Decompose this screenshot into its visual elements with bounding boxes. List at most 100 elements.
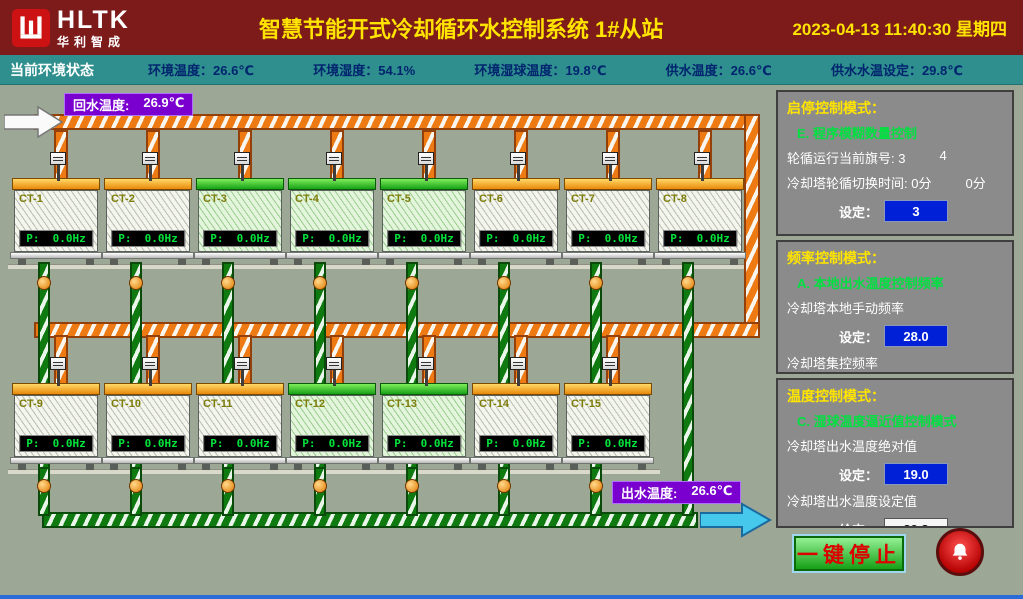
frequency-set-field[interactable]: 28.0 (884, 325, 949, 347)
tower-body: CT-11 P: 0.0Hz (198, 395, 282, 457)
fan-motor-icon (142, 152, 158, 181)
cooling-tower[interactable]: CT-14 P: 0.0Hz (470, 335, 562, 473)
platform-row2 (8, 469, 660, 474)
valve-icon (313, 276, 327, 290)
fan-deck (564, 383, 652, 395)
cooling-tower[interactable]: CT-2 P: 0.0Hz (102, 130, 194, 268)
valve-icon (405, 276, 419, 290)
fan-motor-icon (418, 357, 434, 386)
outlet-temp-abs-text: 冷却塔出水温度绝对值 (787, 439, 918, 454)
cooling-tower[interactable]: CT-1 P: 0.0Hz (10, 130, 102, 268)
supply-pipe-top (34, 114, 760, 130)
cycle-flag-line: 轮循运行当前旗号: 3 4 (787, 148, 1003, 167)
frequency-set-row: 设定： 28.0 (787, 325, 1003, 347)
tower-label: CT-3 (203, 193, 227, 205)
tower-body: CT-15 P: 0.0Hz (566, 395, 650, 457)
fan-motor-icon (602, 152, 618, 181)
supply-pipe-right-riser (744, 114, 760, 338)
stop-all-button[interactable]: 一键停止 (794, 536, 904, 571)
tower-label: CT-1 (19, 193, 43, 205)
temperature-set-row: 设定： 19.0 (787, 463, 1003, 485)
tower-frequency-display: P: 0.0Hz (479, 435, 553, 452)
tower-frequency-display: P: 0.0Hz (111, 230, 185, 247)
fan-deck (472, 178, 560, 190)
tower-base (470, 252, 562, 265)
cooling-tower[interactable]: CT-3 P: 0.0Hz (194, 130, 286, 268)
valve-icon (497, 276, 511, 290)
frequency-control-box: 频率控制模式： A. 本地出水温度控制频率 冷却塔本地手动频率 设定： 28.0… (776, 240, 1014, 374)
start-stop-mode: E. 程序模糊数量控制 (797, 126, 917, 141)
set-label: 设定： (839, 467, 879, 483)
tower-label: CT-4 (295, 193, 319, 205)
central-freq-label: 冷却塔集控频率 (787, 353, 1003, 372)
platform-row1 (8, 264, 752, 269)
tower-frequency-display: P: 0.0Hz (295, 230, 369, 247)
logo-sub-text: 华利智成 (57, 34, 126, 49)
env-humidity: 环境湿度：54.1% (313, 63, 416, 78)
tower-label: CT-7 (571, 193, 595, 205)
fan-deck (564, 178, 652, 190)
tower-frequency-display: P: 0.0Hz (295, 435, 369, 452)
start-stop-set-field[interactable]: 3 (884, 200, 949, 222)
cooling-tower[interactable]: CT-6 P: 0.0Hz (470, 130, 562, 268)
cooling-tower[interactable]: CT-7 P: 0.0Hz (562, 130, 654, 268)
cooling-tower[interactable]: CT-12 P: 0.0Hz (286, 335, 378, 473)
valve-icon (129, 276, 143, 290)
cycle-flag-label: 轮循运行当前旗号: 3 (787, 151, 906, 166)
local-manual-freq-label: 冷却塔本地手动频率 (787, 298, 1003, 317)
temperature-title: 温度控制模式： (787, 388, 885, 404)
bell-icon (952, 543, 968, 560)
tower-body: CT-2 P: 0.0Hz (106, 190, 190, 252)
fan-motor-icon (510, 152, 526, 181)
fan-motor-icon (418, 152, 434, 181)
tower-base (378, 252, 470, 265)
outlet-water-value: 26.6℃ (691, 483, 733, 498)
set-label: 设定： (839, 329, 879, 345)
env-status-label: 当前环境状态 (10, 61, 94, 78)
outlet-temp-abs-label: 冷却塔出水温度绝对值 (787, 436, 1003, 455)
start-stop-set-row: 设定： 3 (787, 200, 1003, 222)
tower-body: CT-12 P: 0.0Hz (290, 395, 374, 457)
datetime-display: 2023-04-13 11:40:30 星期四 (792, 20, 1007, 39)
tower-label: CT-12 (295, 398, 325, 410)
cooling-tower[interactable]: CT-5 P: 0.0Hz (378, 130, 470, 268)
cooling-tower[interactable]: CT-11 P: 0.0Hz (194, 335, 286, 473)
page-title: 智慧节能开式冷却循环水控制系统 1#从站 (258, 16, 664, 42)
central-freq-text: 冷却塔集控频率 (787, 356, 879, 371)
frequency-mode: A. 本地出水温度控制频率 (797, 276, 944, 291)
cooling-tower[interactable]: CT-8 P: 0.0Hz (654, 130, 746, 268)
cooling-tower[interactable]: CT-4 P: 0.0Hz (286, 130, 378, 268)
logo-icon (12, 8, 50, 47)
temperature-mode: C. 湿球温度逼近值控制模式 (797, 414, 957, 429)
tower-base (102, 457, 194, 470)
tower-label: CT-8 (663, 193, 687, 205)
valve-icon (129, 479, 143, 493)
tower-base (562, 457, 654, 470)
tower-frequency-display: P: 0.0Hz (571, 435, 645, 452)
cooling-tower[interactable]: CT-9 P: 0.0Hz (10, 335, 102, 473)
set-label: 设定： (839, 204, 879, 220)
bottom-border (0, 595, 1023, 599)
fan-deck (12, 178, 100, 190)
return-water-label: 回水温度: 26.9℃ (64, 93, 194, 116)
fan-motor-icon (234, 152, 250, 181)
tower-label: CT-9 (19, 398, 43, 410)
give-label: 给定： (839, 520, 878, 527)
cooling-tower[interactable]: CT-13 P: 0.0Hz (378, 335, 470, 473)
alarm-button[interactable] (936, 528, 984, 576)
cooling-tower[interactable]: CT-10 P: 0.0Hz (102, 335, 194, 473)
valve-icon (589, 479, 603, 493)
fan-deck (380, 178, 468, 190)
header-bar: HLTK 华利智成 智慧节能开式冷却循环水控制系统 1#从站 2023-04-1… (0, 0, 1023, 55)
tower-base (194, 457, 286, 470)
fan-motor-icon (602, 357, 618, 386)
valve-icon (497, 479, 511, 493)
temperature-set-field[interactable]: 19.0 (884, 463, 949, 485)
tower-frequency-display: P: 0.0Hz (203, 230, 277, 247)
cooling-tower[interactable]: CT-15 P: 0.0Hz (562, 335, 654, 473)
tower-body: CT-1 P: 0.0Hz (14, 190, 98, 252)
fan-motor-icon (694, 152, 710, 181)
tower-label: CT-13 (387, 398, 417, 410)
tower-body: CT-13 P: 0.0Hz (382, 395, 466, 457)
env-wetbulb-temp: 环境湿球温度：19.8℃ (474, 63, 607, 78)
